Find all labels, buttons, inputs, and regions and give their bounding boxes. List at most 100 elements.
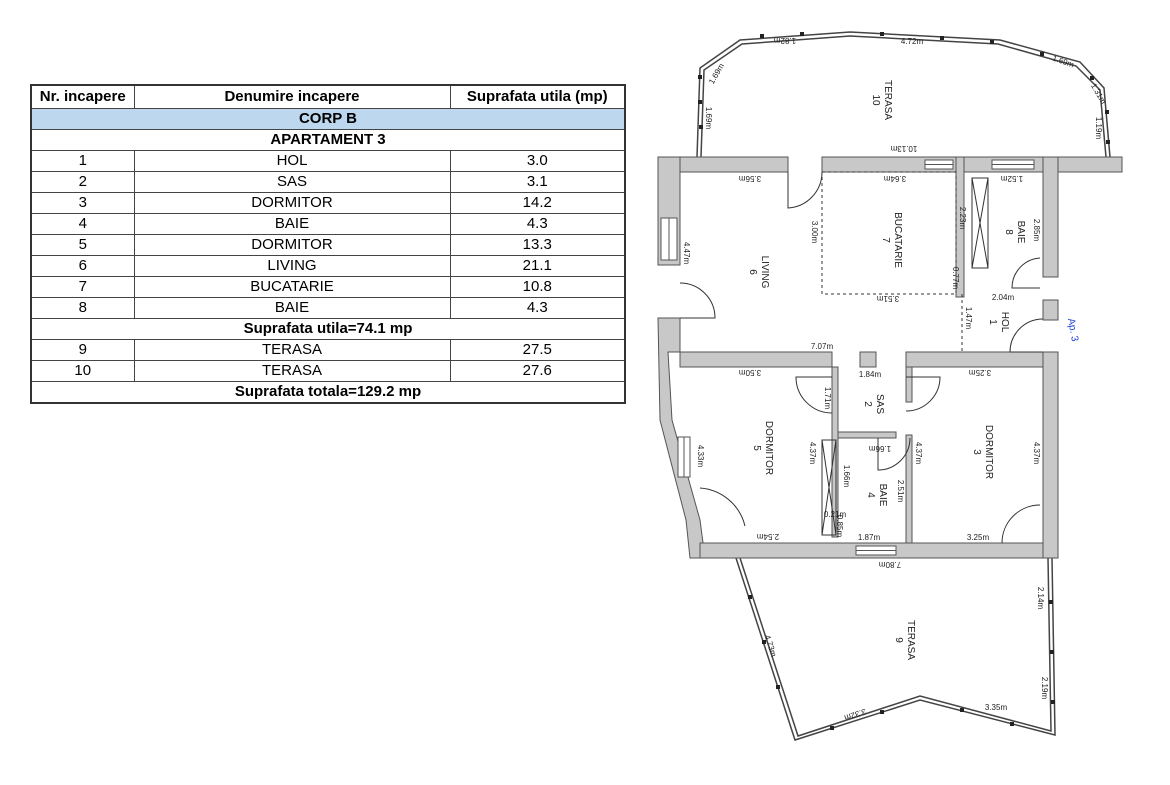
table-row: 9 TERASA 27.5: [30, 339, 626, 361]
dimension-label: 2.19m: [1040, 677, 1049, 700]
dimension-label: 1.52m: [1001, 174, 1024, 183]
dimension-label: 4.37m: [808, 442, 817, 465]
row-area: 27.6: [449, 360, 626, 382]
table-row: 4 BAIE 4.3: [30, 213, 626, 235]
windows: [660, 159, 1035, 556]
terrace-9-outline: [735, 557, 1056, 741]
dimension-label: 4.37m: [1032, 442, 1041, 465]
row-area: 13.3: [449, 234, 626, 256]
room-name: DORMITOR: [983, 425, 994, 479]
dimension-label: 2.54m: [757, 532, 780, 541]
dimension-label: 1.19m: [1094, 117, 1103, 140]
room-number: 9: [893, 637, 904, 643]
row-name: TERASA: [133, 360, 451, 382]
doors: [679, 171, 1044, 544]
table-row: 10 TERASA 27.6: [30, 360, 626, 382]
room-area-table-container: Nr. incapere Denumire incapere Suprafata…: [30, 84, 626, 404]
row-name: DORMITOR: [133, 192, 451, 214]
dimension-label: 1.84m: [859, 370, 882, 379]
dimension-label: 3.35m: [985, 703, 1008, 712]
row-name: HOL: [133, 150, 451, 172]
dimension-label: 0.77m: [951, 267, 960, 290]
dimension-label: 2.51m: [896, 480, 905, 503]
room-number: 6: [747, 269, 758, 275]
row-area: 4.3: [449, 213, 626, 235]
row-area: 27.5: [449, 339, 626, 361]
row-area: 3.0: [449, 150, 626, 172]
row-nr: 3: [30, 192, 135, 214]
row-name: LIVING: [133, 255, 451, 277]
dimension-label: 1.47m: [964, 307, 973, 330]
dimension-label: 1.69m: [704, 107, 713, 130]
table-row: 3 DORMITOR 14.2: [30, 192, 626, 214]
subtotal-row: Suprafata utila=74.1 mp: [30, 318, 626, 340]
room-name: BAIE: [877, 484, 888, 507]
row-nr: 2: [30, 171, 135, 193]
header-area: Suprafata utila (mp): [449, 84, 626, 109]
apartment-label: APARTAMENT 3: [30, 129, 626, 151]
kitchen-outline: [821, 171, 963, 352]
walls: [657, 156, 1123, 559]
room-number: 4: [865, 492, 876, 498]
room-name: TERASA: [882, 80, 893, 120]
dimension-label: 3.56m: [739, 174, 762, 183]
dimension-label: 0.85m: [835, 515, 844, 538]
row-area: 3.1: [449, 171, 626, 193]
row-nr: 4: [30, 213, 135, 235]
room-number: 1: [987, 319, 998, 325]
dimension-label: 2.85m: [1032, 219, 1041, 242]
row-nr: 10: [30, 360, 135, 382]
dimension-label: 3.64m: [884, 174, 907, 183]
room-name: BAIE: [1015, 221, 1026, 244]
table-row: 7 BUCATARIE 10.8: [30, 276, 626, 298]
dimension-label: 3.25m: [969, 368, 992, 377]
room-number: 3: [971, 449, 982, 455]
terrace-10-outline: [696, 31, 1111, 158]
dimension-label: 1.71m: [823, 387, 832, 410]
room-name: BUCATARIE: [892, 212, 903, 268]
header-name: Denumire incapere: [133, 84, 451, 109]
row-name: BAIE: [133, 213, 451, 235]
dimension-label: 3.51m: [877, 294, 900, 303]
table-row: 5 DORMITOR 13.3: [30, 234, 626, 256]
railing-posts: [698, 32, 1110, 730]
dimension-label: 2.04m: [992, 293, 1015, 302]
row-nr: 5: [30, 234, 135, 256]
room-name: TERASA: [905, 620, 916, 660]
total-label: Suprafata totala=129.2 mp: [30, 381, 626, 404]
room-number: 7: [880, 237, 891, 243]
row-name: BUCATARIE: [133, 276, 451, 298]
dimension-label: 2.14m: [1036, 587, 1045, 610]
row-name: TERASA: [133, 339, 451, 361]
row-area: 4.3: [449, 297, 626, 319]
row-nr: 6: [30, 255, 135, 277]
total-row: Suprafata totala=129.2 mp: [30, 381, 626, 404]
dimension-label: 1.82m: [774, 36, 797, 45]
table-row: 2 SAS 3.1: [30, 171, 626, 193]
dimension-label: 0.21m: [824, 510, 847, 519]
dimension-label: 1.66m: [842, 465, 851, 488]
dimension-label: 1.87m: [858, 533, 881, 542]
corp-row: CORP B: [30, 108, 626, 130]
room-number: 8: [1003, 229, 1014, 235]
subtotal-label: Suprafata utila=74.1 mp: [30, 318, 626, 340]
row-area: 14.2: [449, 192, 626, 214]
dimension-label: 3.00m: [810, 221, 819, 244]
room-number: 10: [870, 94, 881, 106]
row-name: DORMITOR: [133, 234, 451, 256]
ventilation-shafts: [821, 177, 989, 536]
dimension-label: 1.66m: [869, 444, 892, 453]
dimension-label: 7.80m: [879, 560, 902, 569]
dimension-label: 3.25m: [967, 533, 990, 542]
header-nr: Nr. incapere: [30, 84, 135, 109]
dimension-label: 3.32m: [843, 707, 867, 723]
row-area: 10.8: [449, 276, 626, 298]
room-name: DORMITOR: [763, 421, 774, 475]
dimension-label: 4.37m: [914, 442, 923, 465]
room-number: 5: [751, 445, 762, 451]
apartment-row: APARTAMENT 3: [30, 129, 626, 151]
room-area-table: Nr. incapere Denumire incapere Suprafata…: [30, 84, 626, 404]
row-nr: 8: [30, 297, 135, 319]
